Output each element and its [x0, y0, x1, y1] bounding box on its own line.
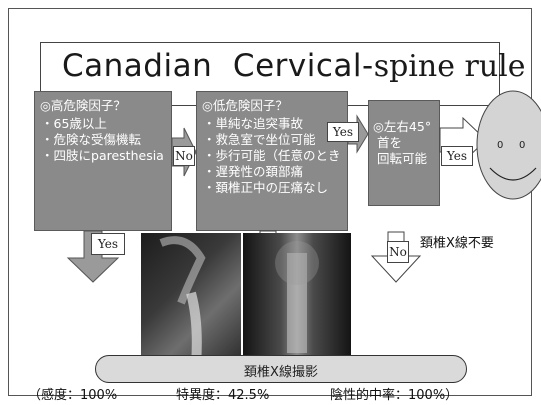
- yes-label: Yes: [91, 233, 125, 255]
- ap-cervical-xray-image: [243, 233, 351, 364]
- specificity-stat: 特異度：42.5%: [176, 384, 269, 403]
- sensitivity-stat: （感度：100%: [28, 384, 117, 403]
- smiley-face-icon: 0 0: [477, 91, 541, 199]
- yes-label: Yes: [441, 146, 473, 166]
- xray-indicated-pill: 頚椎X線撮影: [95, 355, 467, 383]
- lateral-cervical-xray-image: [141, 233, 241, 364]
- no-label: No: [173, 146, 195, 166]
- no-label: No: [387, 241, 409, 263]
- npv-stat: 陰性的中率：100%）: [330, 384, 458, 403]
- svg-text:0: 0: [519, 140, 525, 151]
- no-xray-needed-label: 頚椎X線不要: [420, 232, 494, 251]
- yes-label: Yes: [327, 122, 359, 142]
- xray-indicated-label: 頚椎X線撮影: [96, 361, 466, 380]
- svg-text:0: 0: [497, 140, 503, 151]
